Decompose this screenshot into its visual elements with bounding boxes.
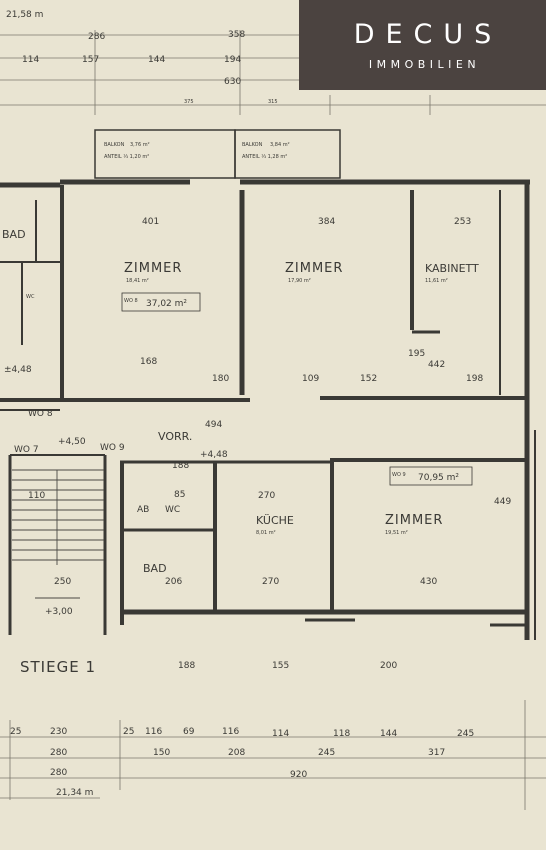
unit-area: 37,02 m² [146, 299, 187, 309]
dim-top: 286 [88, 32, 105, 42]
dim-bottom: 280 [50, 748, 67, 758]
dim-mid: 188 [178, 661, 195, 671]
level-mark: +3,00 [45, 607, 73, 617]
room-kueche-area: 8,01 m² [256, 530, 276, 536]
dim-mid: 152 [360, 374, 377, 384]
logo-tagline: IMMOBILIEN [368, 58, 481, 71]
bottom-dimension-lines [0, 700, 546, 810]
dim-mid: 180 [212, 374, 229, 384]
room-kabinett-name: KABINETT [425, 262, 479, 275]
room-ab-name: AB [137, 505, 149, 515]
dim-top: 114 [22, 55, 39, 65]
dim-bottom-total: 21,34 m [56, 788, 93, 798]
dim-mid: 250 [54, 577, 71, 587]
dim-top: 315 [268, 99, 278, 105]
dim-bottom: 317 [428, 748, 445, 758]
dim-bottom: 208 [228, 748, 245, 758]
unit-box [389, 466, 473, 486]
dim-mid: 168 [140, 357, 157, 367]
room-bad-lower-name: BAD [143, 562, 167, 575]
room-wc-left-name: WC [26, 294, 35, 300]
room-zimmer-left-name: ZIMMER [124, 261, 182, 276]
dim-mid: 200 [380, 661, 397, 671]
dim-top: 375 [184, 99, 194, 105]
balcony-area: 3,84 m² [270, 142, 290, 148]
dim-bottom: 144 [380, 729, 397, 739]
balcony-name: BALKON [104, 142, 125, 148]
dim-top: 157 [82, 55, 99, 65]
decus-logo: DECUS IMMOBILIEN [299, 0, 546, 90]
dim-mid: 494 [205, 420, 222, 430]
staircase-label: STIEGE 1 [20, 658, 96, 676]
room-zimmer-left-area: 18,41 m² [126, 278, 149, 284]
wo-label: WO 8 [28, 409, 53, 419]
room-zimmer-mid-num: 384 [318, 217, 335, 227]
dim-mid: 449 [494, 497, 511, 507]
dim-top: 144 [148, 55, 165, 65]
unit-label: WO 9 [392, 472, 406, 478]
room-kueche-num: 270 [262, 577, 279, 587]
dim-bottom: 116 [222, 727, 239, 737]
logo-wordmark: DECUS [353, 19, 503, 50]
dim-mid: 206 [165, 577, 182, 587]
top-dimension-lines [0, 30, 546, 115]
room-zimmer-mid-area: 17,90 m² [288, 278, 311, 284]
unit-area: 70,95 m² [418, 473, 459, 483]
room-zimmer-big-area: 19,51 m² [385, 530, 408, 536]
dim-mid: 270 [258, 491, 275, 501]
building-walls [0, 179, 536, 640]
staircase-steps [12, 469, 104, 599]
dim-top: 194 [224, 55, 241, 65]
balcony-name: BALKON [242, 142, 263, 148]
dim-mid: 110 [28, 491, 45, 501]
dim-bottom: 245 [318, 748, 335, 758]
wo-label: WO 9 [100, 443, 125, 453]
wo-label: WO 7 [14, 445, 39, 455]
dim-top: 358 [228, 30, 245, 40]
room-vorraum-name: VORR. [158, 430, 192, 443]
unit-box [121, 292, 201, 312]
dim-bottom: 25 [123, 727, 134, 737]
dim-mid: 109 [302, 374, 319, 384]
room-zimmer-mid-name: ZIMMER [285, 261, 343, 276]
unit-label: WO 8 [124, 298, 138, 304]
dim-bottom: 118 [333, 729, 350, 739]
dim-bottom: 280 [50, 768, 67, 778]
dim-mid: 198 [466, 374, 483, 384]
level-mark: ±4,48 [4, 365, 32, 375]
level-mark: +4,50 [58, 437, 86, 447]
room-kabinett-num: 253 [454, 217, 471, 227]
room-bad-left-name: BAD [2, 228, 26, 241]
dim-bottom: 69 [183, 727, 195, 737]
dim-mid: 85 [174, 490, 185, 500]
balconies [94, 129, 341, 179]
room-kueche-name: KÜCHE [256, 514, 294, 527]
dim-top: 630 [224, 77, 241, 87]
room-zimmer-big-num: 430 [420, 577, 437, 587]
dim-bottom: 245 [457, 729, 474, 739]
dim-bottom: 114 [272, 729, 289, 739]
balcony-area: 3,76 m² [130, 142, 150, 148]
room-wc-name: WC [165, 505, 180, 515]
room-kabinett-area: 11,61 m² [425, 278, 448, 284]
dim-bottom: 920 [290, 770, 307, 780]
balcony-share: ANTEIL ⅓ 1,28 m² [242, 154, 287, 160]
dim-bottom: 150 [153, 748, 170, 758]
dim-top-total: 21,58 m [6, 10, 43, 20]
dim-bottom: 116 [145, 727, 162, 737]
level-mark: +4,48 [200, 450, 228, 460]
dim-mid: 195 [408, 349, 425, 359]
dim-bottom: 25 [10, 727, 21, 737]
dim-mid: 442 [428, 360, 445, 370]
dim-bottom: 230 [50, 727, 67, 737]
room-zimmer-left-num: 401 [142, 217, 159, 227]
balcony-share: ANTEIL ⅓ 1,20 m² [104, 154, 149, 160]
dim-mid: 188 [172, 461, 189, 471]
dim-mid: 155 [272, 661, 289, 671]
room-zimmer-big-name: ZIMMER [385, 513, 443, 528]
